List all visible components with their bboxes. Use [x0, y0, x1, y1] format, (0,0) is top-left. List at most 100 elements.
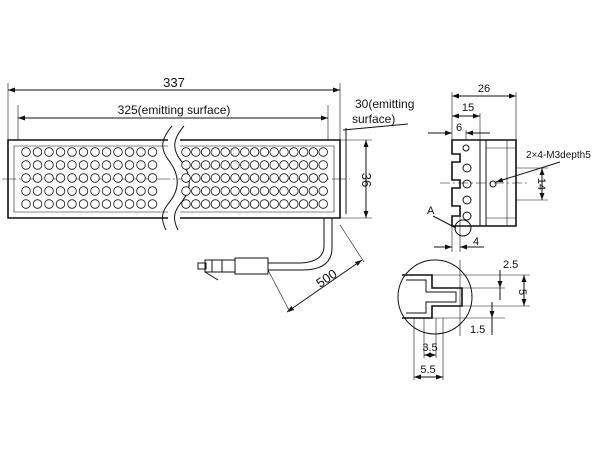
led-dot	[259, 147, 270, 157]
led-dot	[44, 147, 54, 157]
led-dot	[230, 186, 240, 196]
led-dot	[308, 199, 319, 209]
led-dot	[249, 160, 260, 170]
led-dot	[240, 147, 250, 157]
led-dot	[55, 199, 66, 209]
led-dot	[67, 186, 77, 196]
led-dot	[298, 147, 309, 157]
led-dot	[90, 173, 100, 183]
led-dot	[78, 173, 89, 183]
led-dot	[90, 147, 100, 157]
led-dot	[249, 186, 260, 196]
led-dot	[308, 160, 319, 170]
led-dot	[279, 186, 289, 196]
dim-edge-width-line1: 30(emitting	[355, 97, 414, 111]
led-dot	[78, 160, 89, 170]
led-dot	[124, 186, 135, 196]
led-dot	[181, 147, 191, 157]
led-dot	[318, 147, 328, 157]
led-dot	[269, 147, 279, 157]
led-dot	[67, 160, 77, 170]
dim-slot-1-5: 1.5	[470, 324, 485, 336]
led-dot	[32, 173, 43, 183]
dim-height: 36	[359, 173, 374, 187]
led-dot	[210, 147, 221, 157]
dim-edge-width-line2: surface)	[352, 112, 395, 126]
led-dot	[124, 173, 135, 183]
led-dot	[289, 186, 299, 196]
dim-side-width: 26	[478, 83, 490, 95]
led-dot	[90, 199, 100, 209]
led-dot	[318, 173, 328, 183]
led-dot	[220, 160, 230, 170]
side-view: 26 15 6 2×4-M3depth5 14 A	[427, 83, 591, 252]
dim-overall-length: 337	[163, 75, 185, 90]
led-dot	[67, 199, 77, 209]
led-dot	[32, 199, 43, 209]
led-dot	[220, 186, 230, 196]
led-dot	[124, 199, 135, 209]
led-dot	[298, 173, 309, 183]
detail-label-a: A	[427, 205, 435, 217]
led-dot	[230, 147, 240, 157]
led-dot	[136, 173, 146, 183]
led-dot	[136, 147, 146, 157]
led-dot	[308, 173, 319, 183]
dim-slot-3-5: 3.5	[422, 342, 437, 354]
led-dot	[240, 186, 250, 196]
led-dot	[220, 173, 230, 183]
led-dot	[101, 147, 112, 157]
led-dot	[318, 160, 328, 170]
front-view: 337 325(emitting surface) 30(emitting su…	[2, 75, 414, 313]
led-dot	[181, 173, 191, 183]
led-dot	[32, 147, 43, 157]
dim-side-15: 15	[462, 102, 474, 114]
led-dot	[289, 173, 299, 183]
led-dot	[318, 186, 328, 196]
led-dot	[44, 186, 54, 196]
led-dot	[55, 173, 66, 183]
led-dot	[230, 160, 240, 170]
dim-slot-2-5: 2.5	[503, 259, 518, 271]
led-dot	[191, 147, 201, 157]
led-dot	[147, 186, 158, 196]
dim-emitting-length: 325(emitting surface)	[118, 103, 231, 117]
led-dot	[147, 199, 158, 209]
led-dot	[136, 186, 146, 196]
led-dot	[200, 199, 211, 209]
led-dot	[249, 173, 260, 183]
led-dot	[269, 160, 279, 170]
led-grid-left	[21, 147, 158, 209]
dim-slot-5-5: 5.5	[420, 364, 435, 376]
led-dot	[200, 147, 211, 157]
led-dot	[21, 186, 31, 196]
dim-side-4: 4	[473, 236, 479, 248]
led-dot	[240, 173, 250, 183]
led-dot	[55, 147, 66, 157]
dim-slot-5: 5	[516, 289, 528, 295]
led-dot	[191, 199, 201, 209]
dim-side-14: 14	[535, 178, 547, 190]
led-dot	[32, 186, 43, 196]
led-dot	[44, 199, 54, 209]
led-grid-right	[181, 147, 328, 209]
led-dot	[101, 186, 112, 196]
led-dot	[113, 160, 123, 170]
led-dot	[298, 160, 309, 170]
led-dot	[269, 173, 279, 183]
detail-view: 2.5 5 1.5 3.5 5.5	[397, 259, 530, 380]
led-dot	[259, 160, 270, 170]
led-dot	[200, 160, 211, 170]
led-dot	[220, 147, 230, 157]
led-dot	[44, 160, 54, 170]
led-dot	[147, 147, 158, 157]
led-dot	[210, 199, 221, 209]
led-dot	[78, 199, 89, 209]
led-dot	[191, 160, 201, 170]
led-dot	[124, 147, 135, 157]
led-dot	[44, 173, 54, 183]
led-dot	[55, 186, 66, 196]
led-dot	[279, 173, 289, 183]
led-dot	[55, 160, 66, 170]
